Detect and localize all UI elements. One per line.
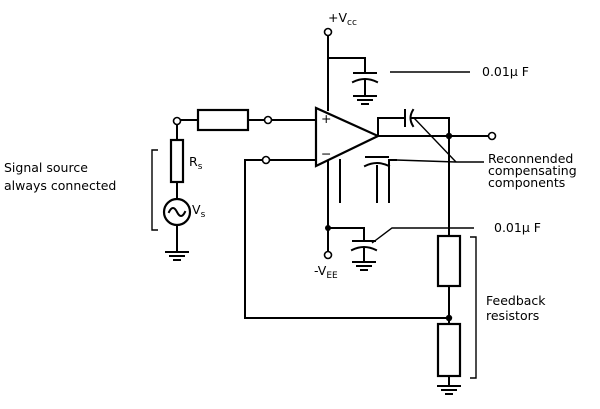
- inverting-input-wire: [244, 155, 450, 319]
- feedback-resistor-bottom: [436, 322, 462, 378]
- compensation-capacitor: [339, 156, 397, 203]
- compensating-label-line1: Reconnended: [488, 151, 573, 166]
- cap-top-label: 0.01μ F: [482, 64, 529, 79]
- signal-source-label-line1: Signal source: [4, 160, 88, 175]
- signal-source-bracket: [151, 149, 158, 231]
- vee-terminal: [323, 250, 333, 260]
- cap-bottom-callout: [371, 227, 474, 244]
- comp-callout-2: [395, 159, 457, 163]
- feedback-label-line2: resistors: [486, 308, 539, 323]
- vee-bypass-capacitor: [350, 240, 378, 271]
- feedback-label-line1: Feedback: [486, 293, 546, 308]
- output-wire: [377, 131, 497, 141]
- vcc-label: +Vcc: [328, 10, 357, 28]
- vcc-rail: +Vcc: [323, 10, 366, 111]
- signal-source: Rs Vs: [162, 116, 206, 261]
- vee-rail: -VEE: [314, 161, 365, 281]
- feedback-resistor-top: [436, 234, 462, 288]
- op-amp: + −: [314, 106, 381, 168]
- feedback-network: [436, 135, 462, 395]
- rs-label: Rs: [189, 154, 203, 172]
- vs-label: Vs: [192, 202, 206, 220]
- compensating-label-line3: components: [488, 175, 565, 190]
- compensating-label-line2: compensating: [488, 163, 577, 178]
- inverting-sign: −: [321, 146, 331, 161]
- vee-label: -VEE: [314, 263, 338, 281]
- feedback-capacitor: [377, 108, 450, 137]
- vcc-bypass-capacitor: [351, 72, 379, 105]
- non-inverting-sign: +: [321, 111, 331, 126]
- input-resistor: [179, 108, 317, 132]
- rs-resistor: [169, 138, 185, 184]
- vcc-terminal: [323, 27, 333, 37]
- output-terminal: [487, 131, 497, 141]
- feedback-bracket: [470, 236, 477, 379]
- signal-source-label-line2: always connected: [4, 178, 116, 193]
- cap-bottom-label: 0.01μ F: [494, 220, 541, 235]
